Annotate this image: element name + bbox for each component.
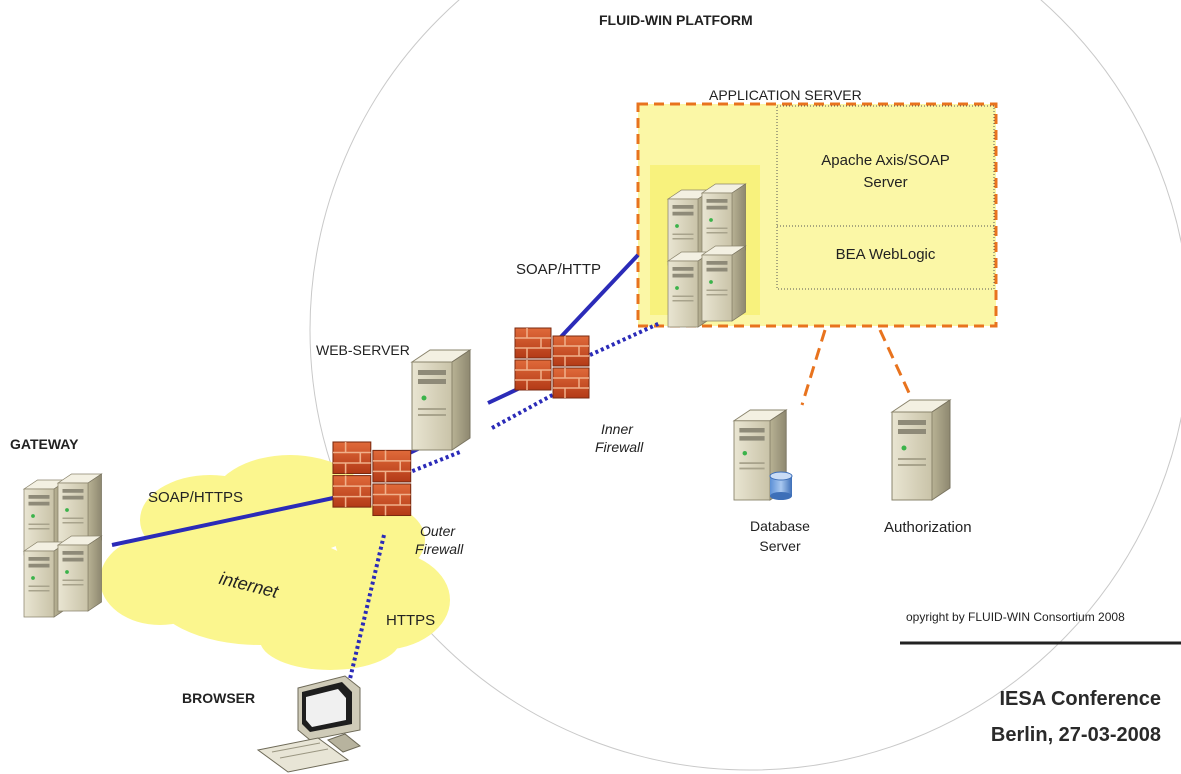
web-server-label: WEB-SERVER <box>316 342 410 358</box>
link-gateway-outer-firewall <box>111 495 339 547</box>
app-component-bea-weblogic: BEA WebLogic <box>835 246 936 263</box>
application-server-icon <box>668 184 746 327</box>
link-appserver-database <box>800 329 827 406</box>
link-webserver-inner-firewall <box>487 386 521 405</box>
database-line1: Database <box>750 518 810 534</box>
authorization-label: Authorization <box>884 519 972 536</box>
conference-date: Berlin, 27-03-2008 <box>990 724 1161 746</box>
inner-firewall-icon <box>515 328 589 398</box>
protocol-https: HTTPS <box>386 612 436 629</box>
conference-title: IESA Conference <box>999 688 1161 710</box>
copyright-text: opyright by FLUID-WIN Consortium 2008 <box>906 610 1125 624</box>
app-server-title: APPLICATION SERVER <box>709 87 862 103</box>
web-server-icon <box>411 349 471 451</box>
outer-firewall-line1: Outer <box>420 523 456 539</box>
outer-firewall-line2: Firewall <box>415 541 464 557</box>
link-inner-firewall-appserver-dotted <box>589 321 661 357</box>
platform-boundary <box>309 0 1181 771</box>
link-inner-firewall-appserver <box>556 253 640 342</box>
database-cylinder-icon <box>769 471 793 500</box>
app-component-apache-axis: Apache Axis/SOAP Server <box>777 150 994 194</box>
link-browser-outer-firewall <box>343 534 386 701</box>
database-line2: Server <box>759 538 801 554</box>
protocol-soap-http: SOAP/HTTP <box>516 261 602 278</box>
apache-axis-line1: Apache Axis/SOAP <box>821 152 950 169</box>
browser-label: BROWSER <box>182 690 256 706</box>
link-appserver-authorization <box>878 329 912 396</box>
inner-firewall-label: Inner Firewall <box>595 420 643 456</box>
app-components-box <box>776 105 995 290</box>
inner-firewall-line2: Firewall <box>595 439 644 455</box>
inner-firewall-line1: Inner <box>601 421 633 437</box>
link-webserver-inner-firewall-dotted <box>491 390 559 430</box>
gateway-server-icon <box>24 474 102 617</box>
authorization-server-icon <box>891 399 951 501</box>
outer-firewall-label: Outer Firewall <box>415 522 463 558</box>
browser-computer-icon <box>256 675 362 773</box>
internet-cloud <box>100 455 450 670</box>
protocol-soap-https: SOAP/HTTPS <box>148 489 244 506</box>
gateway-label: GATEWAY <box>10 436 79 452</box>
apache-axis-line2: Server <box>863 174 908 191</box>
outer-firewall-icon <box>333 442 411 516</box>
database-server-label: Database Server <box>720 516 840 556</box>
platform-title: FLUID-WIN PLATFORM <box>599 12 753 28</box>
